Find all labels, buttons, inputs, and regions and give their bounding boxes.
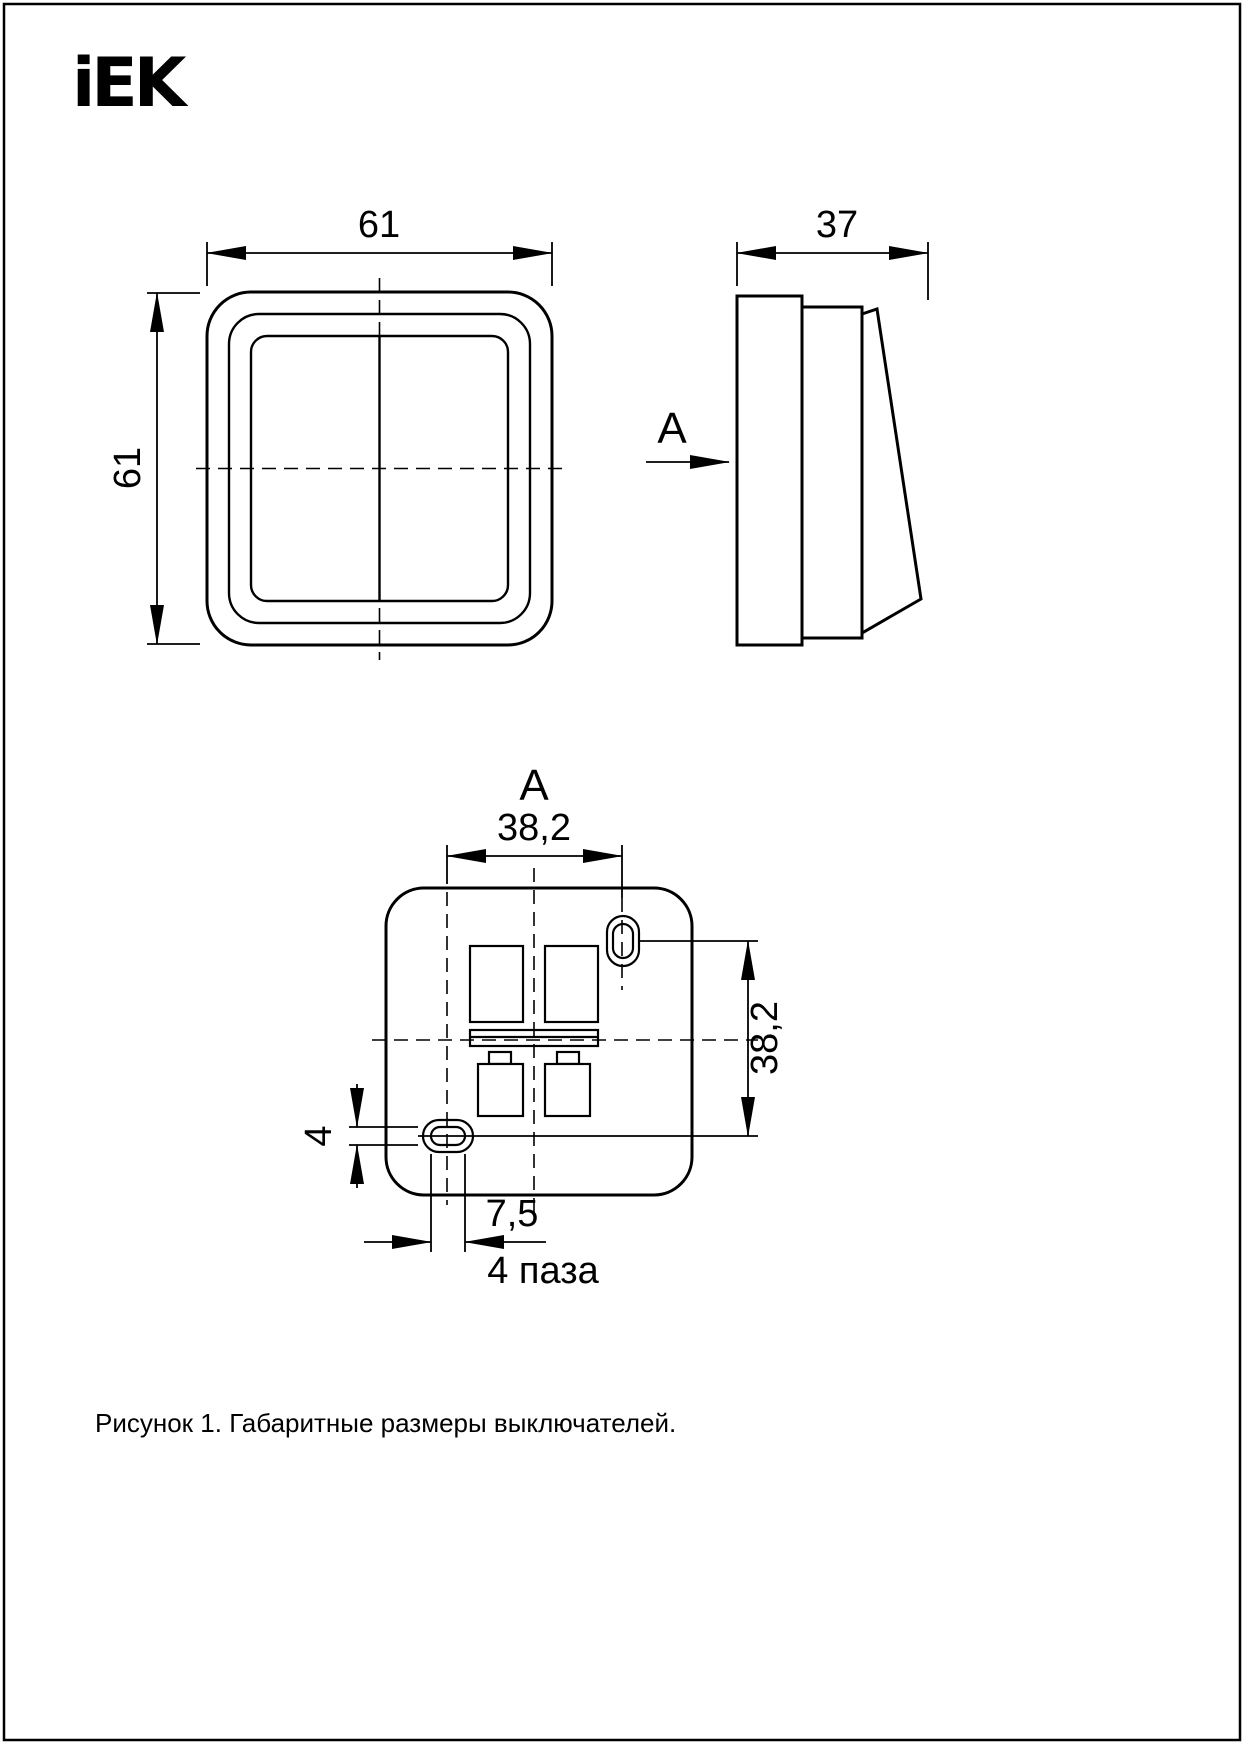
dim-front-width: 61 [206,204,553,286]
side-view [735,294,923,647]
iek-logo: iEK [72,44,189,123]
dim-label-section-height: 38,2 [744,1001,786,1075]
mechanism-block [543,944,600,1024]
section-view: A [372,761,758,1212]
mechanism-tab [555,1050,581,1066]
slot-count-note: 4 паза [487,1250,599,1292]
section-view-title: A [519,761,549,810]
dim-section-height: 38,2 [418,940,786,1137]
dim-side-depth: 37 [736,204,929,300]
section-arrow-label: A [657,404,687,453]
dim-label-front-height: 61 [107,447,149,489]
dim-slot-height: 4 [298,1084,418,1188]
side-back-plate [735,294,804,647]
mechanism-terminal [476,1062,525,1118]
dim-slot-width: 7,5 4 паза [364,1154,600,1292]
side-body [800,305,864,640]
side-rocker [860,307,923,636]
dim-label-slot-height: 4 [298,1125,340,1146]
front-view [196,278,563,660]
mounting-slot-top-inner [611,922,635,960]
mechanism-tab [487,1050,513,1066]
dim-label-side-depth: 37 [816,204,858,246]
mechanism-block [468,944,525,1024]
dim-section-width: 38,2 [446,807,623,898]
mechanism-terminal [543,1062,592,1118]
figure-caption: Рисунок 1. Габаритные размеры выключател… [95,1408,676,1438]
dim-label-slot-width: 7,5 [486,1193,539,1235]
section-view-arrow: A [646,404,730,469]
dim-label-front-width: 61 [358,204,400,246]
dim-label-section-width: 38,2 [497,807,571,849]
dim-front-height: 61 [107,292,200,645]
